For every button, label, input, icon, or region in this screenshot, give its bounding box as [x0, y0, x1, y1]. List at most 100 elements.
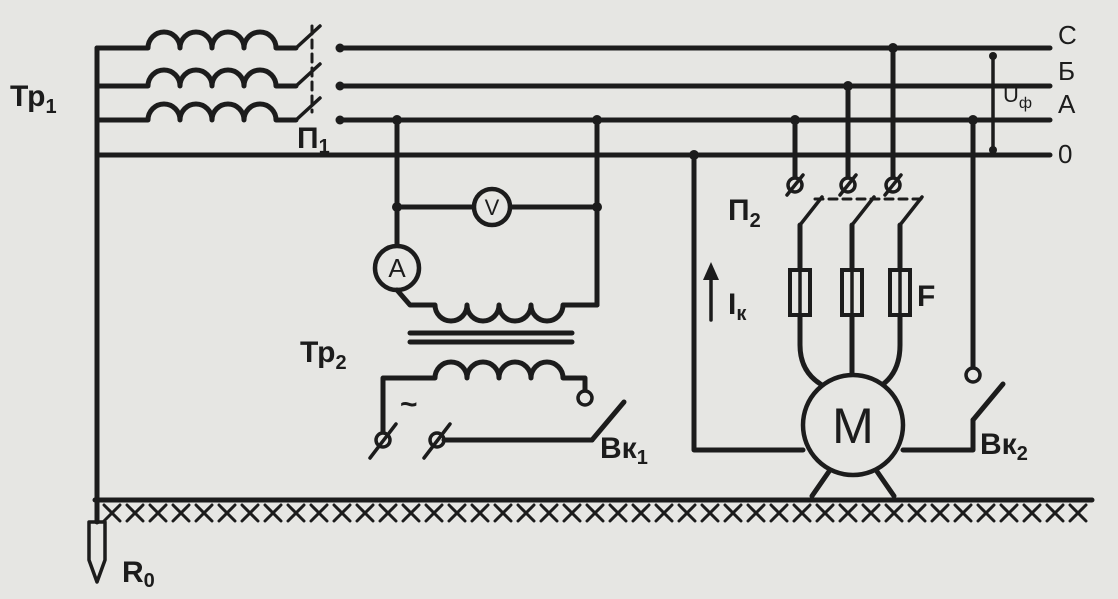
node-vk2 — [968, 115, 978, 125]
switch-p2-label: П2 — [728, 194, 761, 232]
node-voltmeter-left — [392, 202, 402, 212]
ground-hatch-mark — [470, 503, 490, 523]
phase-voltage-label: Uф — [1003, 82, 1032, 112]
switch-p1-label: П1 — [297, 122, 330, 158]
power-lines — [94, 45, 1053, 158]
fuse-line-a — [797, 222, 825, 388]
phase-c-label: С — [1058, 20, 1077, 50]
vk2-fixed-contact — [964, 366, 982, 384]
ground — [87, 497, 1095, 584]
secondary-winding — [380, 359, 588, 436]
motor-circle — [800, 372, 906, 478]
transformer-2-label-main: Тр — [300, 336, 336, 369]
node-motor-c — [888, 43, 898, 53]
motor-branch: M — [689, 43, 1006, 499]
ground-hatch — [102, 503, 1088, 523]
winding-a — [94, 101, 299, 123]
labels: Тр1 П1 С Б А 0 Uф Тр2 ~ Вк1 П2 Iк F Вк2 … — [10, 20, 1077, 592]
fault-current-label: Iк — [728, 288, 747, 325]
ground-hatch-mark — [102, 503, 122, 523]
ground-hatch-mark — [608, 503, 628, 523]
neutral-label: 0 — [1058, 139, 1072, 169]
ground-hatch-mark — [815, 503, 835, 523]
ground-hatch-mark — [447, 503, 467, 523]
ac-terminal-right-slash — [422, 422, 452, 460]
motor-label: M — [832, 398, 874, 454]
ground-hatch-mark — [562, 503, 582, 523]
p2-blade-c — [898, 195, 924, 227]
ground-hatch-mark — [769, 503, 789, 523]
p2-blade-b — [850, 195, 876, 227]
transformer-1-label: Тр1 — [10, 80, 57, 118]
fault-current-label-sub: к — [736, 303, 747, 325]
phase-voltage-top-dot — [989, 52, 997, 60]
vk1-fixed-contact — [576, 389, 594, 407]
ground-hatch-mark — [401, 503, 421, 523]
measurement-branch: V A — [368, 115, 627, 460]
ground-hatch-mark — [723, 503, 743, 523]
ground-hatch-mark — [792, 503, 812, 523]
ground-hatch-mark — [332, 503, 352, 523]
transformer-2-label: Тр2 — [300, 336, 347, 374]
ammeter-label: A — [388, 253, 406, 283]
switch-vk2-label-sub: 2 — [1017, 443, 1028, 465]
ground-hatch-mark — [424, 503, 444, 523]
vk2-to-motor-wire — [900, 417, 976, 453]
transformer-1-label-sub: 1 — [46, 96, 57, 118]
ground-hatch-mark — [677, 503, 697, 523]
ground-electrode — [87, 520, 107, 584]
ground-hatch-mark — [194, 503, 214, 523]
ground-hatch-mark — [286, 503, 306, 523]
winding-c — [94, 29, 299, 51]
ground-hatch-mark — [884, 503, 904, 523]
phase-voltage-bottom-dot — [989, 146, 997, 154]
transformer-2-label-sub: 2 — [336, 352, 347, 374]
switch-p1-label-sub: 1 — [319, 136, 330, 158]
node-voltmeter-right — [592, 202, 602, 212]
ground-hatch-mark — [493, 503, 513, 523]
ground-hatch-mark — [700, 503, 720, 523]
fuse-label: F — [917, 280, 935, 313]
ground-resistance-label-sub: 0 — [144, 570, 155, 592]
ground-hatch-mark — [217, 503, 237, 523]
switch-p1-label-main: П — [297, 122, 319, 155]
ground-hatch-mark — [355, 503, 375, 523]
switch-p1-blade-b — [294, 62, 322, 88]
ground-hatch-mark — [631, 503, 651, 523]
ground-hatch-mark — [309, 503, 329, 523]
ground-hatch-mark — [976, 503, 996, 523]
fuse-line-c — [879, 222, 903, 388]
ground-hatch-mark — [999, 503, 1019, 523]
ground-hatch-mark — [654, 503, 674, 523]
node-a-meter — [392, 115, 402, 125]
ground-hatch-mark — [240, 503, 260, 523]
ground-hatch-mark — [838, 503, 858, 523]
ground-hatch-mark — [907, 503, 927, 523]
switch-vk1-label-main: Вк — [600, 432, 638, 465]
ground-hatch-mark — [1022, 503, 1042, 523]
p2-blade-a — [798, 195, 824, 227]
switch-vk2-label: Вк2 — [980, 428, 1028, 465]
transformer-1-label-main: Тр — [10, 80, 46, 113]
vk2-blade — [970, 381, 1006, 423]
switch-vk1-label: Вк1 — [600, 432, 648, 469]
ground-resistance-label: R0 — [122, 556, 155, 592]
ac-terminal-left-slash — [368, 422, 398, 460]
fault-current-arrowhead — [703, 262, 719, 280]
ground-hatch-mark — [125, 503, 145, 523]
ground-hatch-mark — [378, 503, 398, 523]
switch-p1-blade-a — [294, 96, 322, 122]
vk1-blade — [589, 399, 627, 443]
transformer-1 — [94, 29, 299, 503]
ac-source-label: ~ — [400, 388, 418, 421]
ground-hatch-mark — [861, 503, 881, 523]
switch-vk2-label-main: Вк — [980, 428, 1018, 461]
node-motor-a — [790, 115, 800, 125]
voltmeter-label: V — [485, 195, 500, 220]
ground-hatch-mark — [539, 503, 559, 523]
switch-p2-label-main: П — [728, 194, 750, 227]
p2-terminal-c-slash — [883, 173, 903, 197]
neutral-to-motor-wire — [691, 152, 806, 453]
ground-hatch-mark — [953, 503, 973, 523]
switch-vk1-label-sub: 1 — [637, 447, 648, 469]
